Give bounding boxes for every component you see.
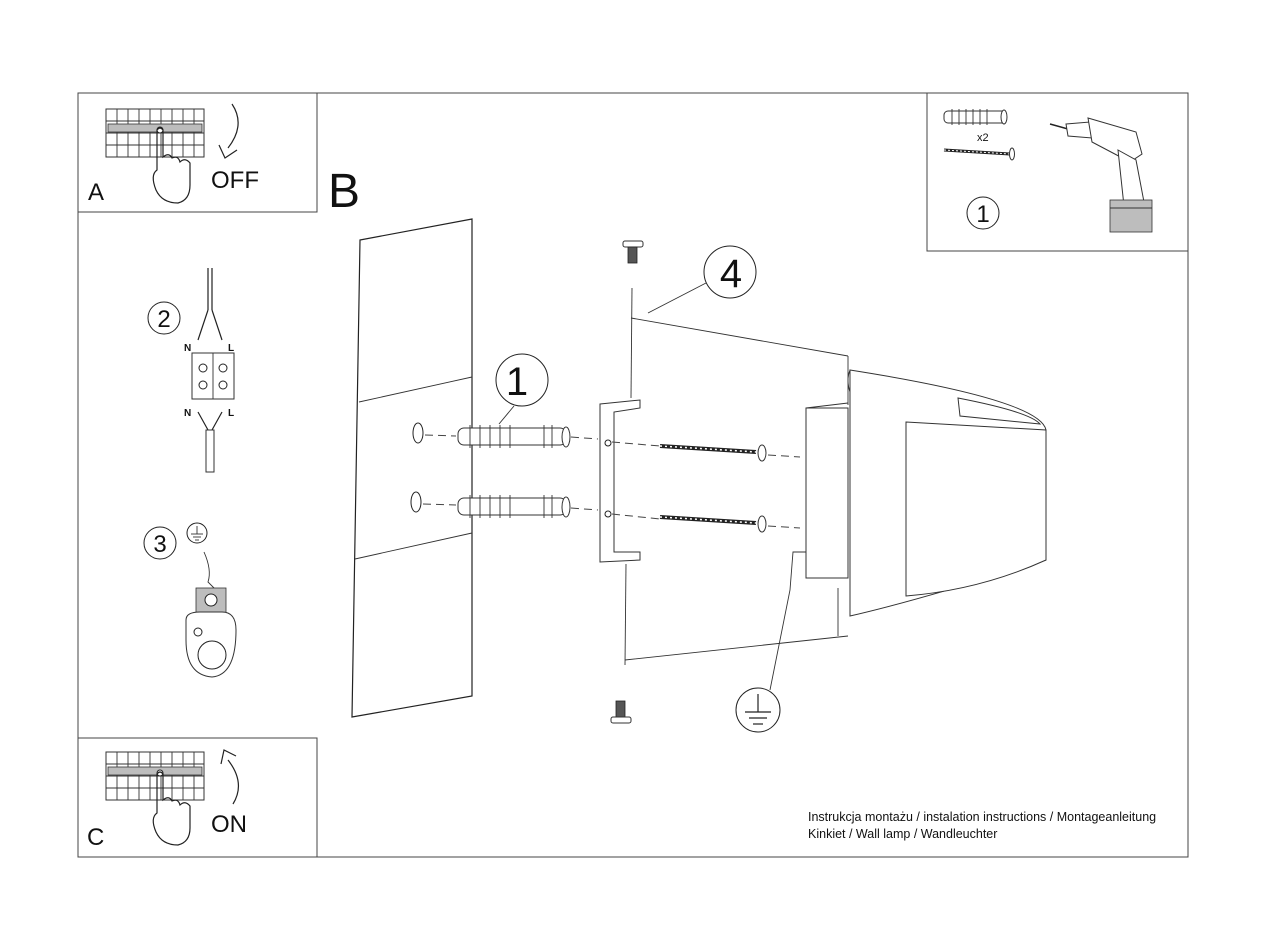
housing-step: 4: [647, 245, 757, 314]
mounting-bracket-icon: [599, 399, 641, 563]
wall-surface: [351, 218, 473, 718]
housing-step-number: 4: [720, 252, 742, 296]
wiring-step-number: 2: [157, 306, 170, 333]
hand-pointer-icon: [152, 127, 191, 204]
wall-plug-icon: [943, 109, 1008, 125]
screw-icon: [659, 515, 767, 533]
anchor-step-number: 1: [506, 360, 528, 404]
panel-a: A OFF: [77, 92, 318, 213]
fuse-box-icon: [105, 751, 205, 801]
earth-terminal-icon: [185, 587, 237, 678]
caption-line-1: Instrukcja montażu / instalation instruc…: [808, 810, 1156, 824]
drill-icon: [1049, 117, 1153, 233]
tools-panel: x2 1: [926, 92, 1189, 252]
wiring-step: 2 N L N L: [147, 268, 235, 473]
terminal-l-top: L: [228, 343, 234, 354]
panel-a-letter: A: [88, 179, 104, 206]
panel-c: C ON: [77, 737, 318, 858]
screw-icon: [610, 700, 632, 724]
curved-arrow-down-icon: [218, 103, 239, 159]
wall-lamp-icon: [847, 369, 1047, 617]
earth-symbol-icon: [735, 687, 781, 733]
wall-plug-icon: [457, 495, 571, 518]
wall-hole-lower: [410, 491, 422, 513]
panel-b-letter: B: [328, 165, 360, 218]
fuse-box-icon: [105, 108, 205, 158]
outer-frame: [77, 92, 1189, 858]
wall-hole-upper: [412, 422, 424, 444]
panel-c-letter: C: [87, 824, 104, 851]
panel-a-action: OFF: [211, 167, 259, 194]
screw-icon: [622, 240, 644, 264]
wall-plug-icon: [457, 425, 571, 448]
tools-quantity: x2: [977, 132, 989, 144]
earth-symbol-icon: [186, 522, 208, 544]
screw-icon: [659, 444, 767, 462]
earth-step-number: 3: [153, 531, 166, 558]
terminal-n-bottom: N: [184, 408, 191, 419]
tools-step-circle: [966, 196, 1000, 230]
terminal-l-bottom: L: [228, 408, 234, 419]
anchor-step: 1: [495, 353, 549, 425]
curved-arrow-up-icon: [220, 749, 239, 805]
earth-step: 3: [143, 522, 237, 678]
tools-step-number: 1: [976, 201, 989, 228]
hand-pointer-icon: [152, 771, 191, 846]
caption-line-2: Kinkiet / Wall lamp / Wandleuchter: [808, 827, 997, 841]
terminal-block-icon: [191, 268, 235, 473]
panel-c-action: ON: [211, 811, 247, 838]
lamp-housing: [624, 317, 849, 661]
screw-icon: [943, 147, 1015, 161]
terminal-n-top: N: [184, 343, 191, 354]
